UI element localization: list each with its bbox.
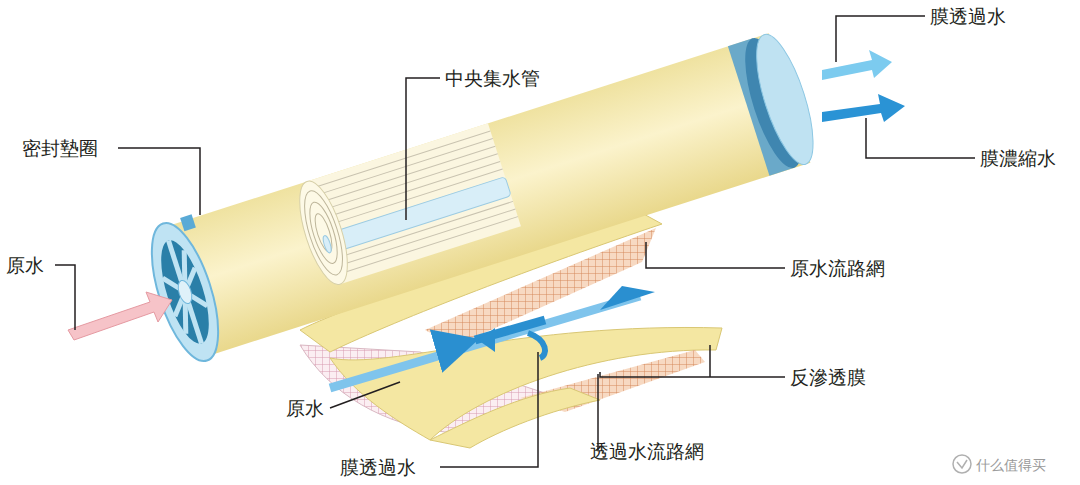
flow-label: 原水 [6, 254, 44, 276]
part-label: 原水流路網 [790, 257, 885, 279]
part-label: 反滲透膜 [790, 366, 866, 388]
watermark-icon [953, 455, 971, 473]
part-label: 透過水流路網 [590, 440, 704, 462]
flow-label: 膜透過水 [340, 456, 416, 478]
part-label: 膜濃縮水 [980, 147, 1056, 169]
flow-label: 原水 [286, 397, 324, 419]
watermark: 什么值得买 [976, 454, 1046, 476]
flow-arrows [68, 50, 905, 388]
part-label: 中央集水管 [445, 67, 540, 89]
membrane-tube [138, 25, 826, 369]
leader-lines [55, 16, 975, 467]
part-label: 膜透過水 [930, 5, 1006, 27]
part-label: 密封墊圈 [22, 137, 98, 159]
